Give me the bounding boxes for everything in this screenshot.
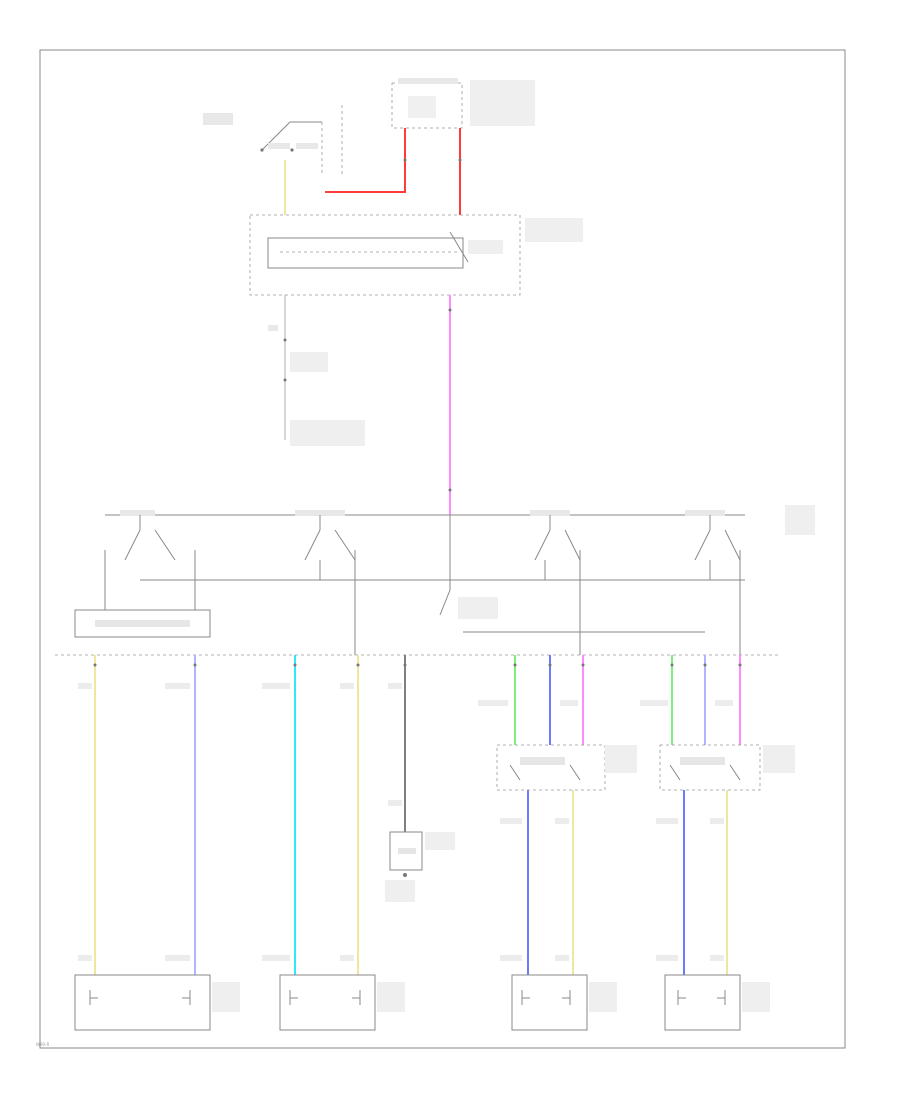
lock-switch-3 [530,510,581,655]
fuse-block-text-smear [408,96,436,118]
right-door-lock-switch [659,744,795,791]
actuator-right-rear-label-smear [742,982,770,1012]
actuator-right-rear-box [664,974,741,1031]
control-module-relay-contact [449,231,469,263]
delay-relay [74,609,211,638]
control-module [249,214,583,296]
left-door-switch-label-smear [605,745,637,773]
red-feed-wires [325,128,462,215]
lock-switch-2 [295,510,356,655]
fuse-block-callout-smear [470,80,535,126]
actuator-right-front-box [279,974,376,1031]
ground-label-smear [290,420,365,446]
ignition-switch-pos-label-smear [268,143,290,149]
wire-label-smears [78,683,733,961]
lock-switch-4 [685,510,741,655]
ignition-switch-terminal-2 [290,148,294,152]
switch-bank-label-smear [785,505,815,535]
door-ajar-label-smear [425,832,455,850]
actuator-left-front-box [74,974,211,1031]
key-switch [439,515,705,633]
actuator-left-front-label-smear [212,982,240,1012]
control-module-outline [249,214,521,296]
delay-relay-label-smear [95,620,190,627]
control-module-label-smear [525,218,583,242]
ignition-switch-label-smear [203,113,233,125]
left-door-switch-box [496,744,606,791]
actuator-left-front [74,974,240,1031]
relay-label-smear [468,240,503,254]
actuator-right-front-label-smear [377,982,405,1012]
key-switch-label-smear [458,597,498,619]
ignition-switch-pos-label-smear-2 [296,143,318,149]
fuse-block [391,78,535,129]
ignition-switch-blade [261,121,291,151]
ignition-switch [203,105,343,175]
left-door-lock-switch [496,744,637,791]
actuator-left-rear-label-smear [589,982,617,1012]
right-door-switch-box [659,744,761,791]
door-ajar-ground-label-smear [385,880,415,902]
ground-circuit [268,295,365,446]
control-module-relay-coil [267,237,464,269]
actuator-left-rear [511,974,617,1031]
fuse-block-label-smear [398,78,458,84]
actuator-left-rear-box [511,974,588,1031]
diagram-border [39,49,846,1049]
delay-relay-box [74,609,211,638]
ignition-switch-terminal-1 [260,148,264,152]
fuse-block-outline [391,82,463,129]
red-wire-1 [325,128,406,193]
lower-wires [94,655,741,975]
right-door-switch-label-smear [763,745,795,773]
connector-terminals [93,663,742,667]
actuator-right-rear [664,974,770,1031]
door-ajar-switch-box [389,831,423,871]
actuator-right-front [279,974,405,1031]
door-ajar-switch [385,831,455,902]
splice-label-smear [290,352,328,372]
door-lock-switch-bank [104,505,815,655]
page-footer-code: W90-R [36,1042,50,1047]
lock-switch-1 [104,510,196,610]
